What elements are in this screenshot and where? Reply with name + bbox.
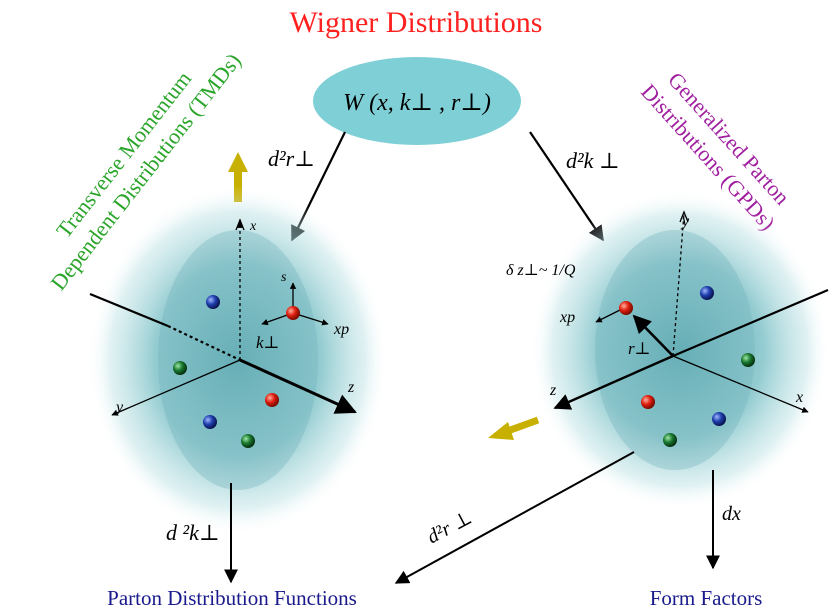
right-xp-axis — [595, 307, 625, 323]
right-quark-red-2 — [641, 395, 655, 409]
right-nucleon — [530, 190, 830, 510]
right-xp-label: xp — [559, 309, 575, 326]
right-axis-z — [553, 354, 674, 410]
left-quark-red-2 — [265, 393, 279, 407]
right-axis-x — [672, 355, 809, 413]
right-axis-y-label: y — [680, 213, 690, 230]
left-axis-y-label: y — [114, 399, 124, 416]
left-quark-green-2 — [241, 434, 255, 448]
d2k-perp-bottom-label: d ²k⊥ — [166, 520, 220, 545]
left-axis-z — [239, 358, 357, 414]
right-resolution-annotation: δ z⊥~ 1/Q — [506, 262, 576, 279]
right-axis-z-label: z — [549, 382, 557, 399]
d2r-perp-bottom-label: d²r ⊥ — [423, 507, 475, 549]
left-quark-blue-2 — [203, 415, 217, 429]
form-factors-label: Form Factors — [650, 586, 763, 610]
right-quark-blue-2 — [712, 412, 726, 426]
page-title: Wigner Distributions — [290, 6, 543, 39]
yellow-diagonal-arrow — [488, 416, 540, 440]
right-plane-line — [672, 288, 829, 358]
pdf-label: Parton Distribution Functions — [107, 586, 357, 610]
left-dotted-plane — [89, 292, 169, 328]
left-spin-s-label: s — [281, 270, 287, 285]
d2r-perp-top-label: d²r⊥ — [268, 146, 315, 171]
right-quark-green-1 — [741, 353, 755, 367]
left-axis-y — [111, 359, 241, 416]
left-quark-red-1 — [286, 306, 300, 320]
left-quark-green-1 — [173, 361, 187, 375]
left-xp-label: xp — [333, 321, 349, 338]
d2k-perp-top-label: d²k ⊥ — [566, 148, 620, 173]
right-rperp-label: r⊥ — [628, 339, 651, 358]
arrow-ff-to-pdf — [394, 451, 635, 584]
dx-label: dx — [722, 503, 741, 525]
left-nucleon — [88, 185, 388, 535]
right-rperp-arrow — [632, 314, 674, 357]
right-quark-blue-1 — [700, 286, 714, 300]
left-quark-blue-1 — [206, 295, 220, 309]
right-quark-red-1 — [619, 301, 633, 315]
right-axis-x-label: x — [795, 389, 803, 406]
wigner-function-label: W (x, k⊥ , r⊥) — [343, 90, 491, 116]
left-kperp-label: k⊥ — [256, 333, 280, 352]
left-axis-z-label: z — [347, 379, 355, 396]
wigner-ellipse — [313, 57, 521, 145]
left-axis-x-label: x — [249, 219, 257, 234]
right-quark-green-2 — [663, 433, 677, 447]
